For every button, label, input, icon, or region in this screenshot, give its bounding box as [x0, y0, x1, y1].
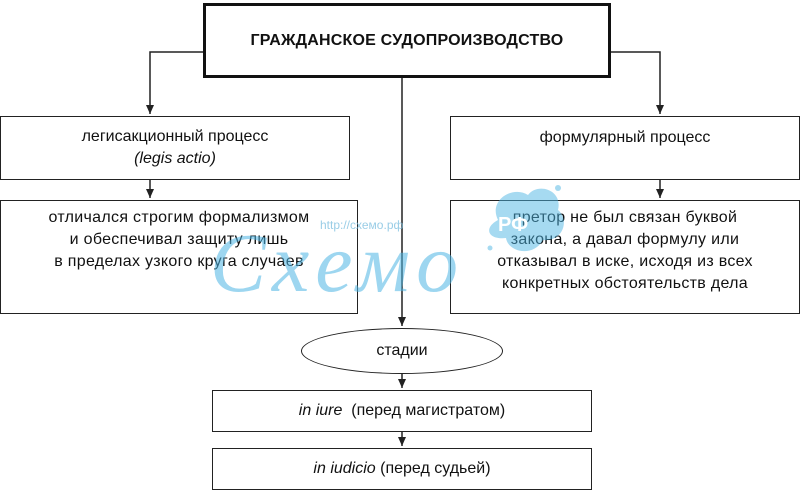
legis-actio-latin: (legis actio) — [134, 150, 216, 167]
legis-actio-box: легисакционный процесс (legis actio) — [0, 116, 350, 180]
legis-actio-description: отличался строгим формализмом и обеспечи… — [0, 200, 358, 314]
legis-desc-line-1: отличался строгим формализмом — [48, 209, 310, 226]
formular-desc-line-3: отказывал в иске, исходя из всех — [497, 253, 753, 270]
stage-in-iudicio-note: (перед судьей) — [375, 460, 491, 477]
stage-in-iure-note: (перед магистратом) — [342, 402, 506, 419]
stages-label: стадии — [376, 342, 428, 359]
stage-in-iudicio-box: in iudicio (перед судьей) — [212, 448, 592, 490]
title-box: ГРАЖДАНСКОЕ СУДОПРОИЗВОДСТВО — [203, 3, 611, 78]
formular-process-title: формулярный процесс — [539, 129, 711, 146]
legis-desc-line-2: и обеспечивал защиту лишь — [69, 231, 289, 248]
stage-in-iudicio-latin: in iudicio — [313, 460, 376, 477]
watermark-rf: РФ — [498, 214, 529, 236]
watermark-logo: Схемо — [210, 217, 465, 310]
formular-desc-line-1: претор не был связан буквой — [512, 209, 738, 226]
formular-process-box: формулярный процесс — [450, 116, 800, 180]
stage-in-iure-latin: in iure — [298, 402, 343, 419]
arrow-title-to-formular — [611, 51, 664, 114]
formular-desc-line-4: конкретных обстоятельств дела — [502, 275, 748, 292]
legis-desc-line-3: в пределах узкого круга случаев — [54, 253, 304, 270]
watermark-splash — [487, 185, 564, 252]
stage-in-iure-box: in iure (перед магистратом) — [212, 390, 592, 432]
watermark-url: http://схемо.рф — [320, 218, 404, 232]
page-title: ГРАЖДАНСКОЕ СУДОПРОИЗВОДСТВО — [250, 31, 564, 49]
stages-ellipse: стадии — [301, 328, 503, 374]
arrow-title-to-legis — [146, 51, 203, 114]
formular-desc-line-2: закона, а давал формулу или — [510, 231, 740, 248]
legis-actio-title: легисакционный процесс — [81, 128, 269, 145]
